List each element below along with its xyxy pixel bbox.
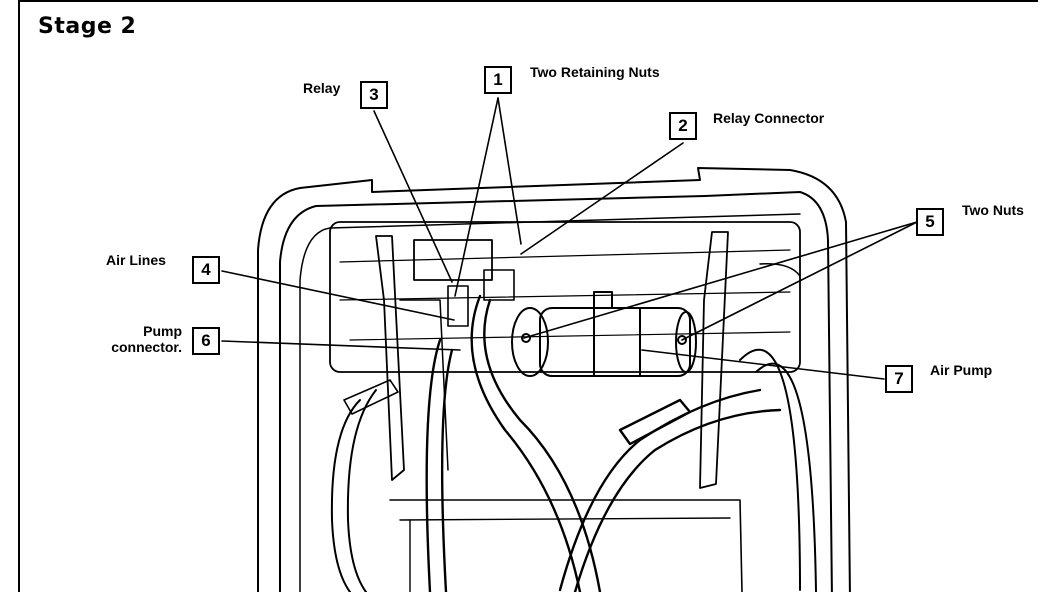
label-two-nuts: Two Nuts [962, 202, 1024, 218]
leader-lines [221, 97, 918, 380]
callout-2: 2 [669, 112, 697, 140]
callout-5: 5 [916, 208, 944, 236]
figure-frame [18, 0, 1038, 592]
label-relay: Relay [303, 80, 341, 96]
label-pump-connector: Pump connector. [96, 323, 182, 355]
callout-4: 4 [192, 256, 220, 284]
air-pump [511, 291, 697, 377]
label-two-retaining-nuts: Two Retaining Nuts [530, 64, 660, 80]
right-frame-rail [699, 231, 729, 489]
label-relay-connector: Relay Connector [713, 110, 825, 126]
label-air-pump: Air Pump [930, 362, 993, 378]
callout-3: 3 [360, 81, 388, 109]
label-air-lines: Air Lines [106, 252, 166, 268]
hoses-and-harness [330, 262, 817, 592]
body-shell-outline [257, 167, 851, 592]
left-frame-rail [375, 235, 405, 481]
stage-title: Stage 2 [38, 14, 137, 39]
relay-block [413, 239, 493, 281]
body-shell-inner [279, 191, 833, 592]
rear-panel [329, 221, 801, 373]
callout-6: 6 [192, 327, 220, 355]
label-pump-connector-line2: connector. [111, 339, 182, 355]
callout-1: 1 [484, 66, 512, 94]
label-pump-connector-line1: Pump [143, 323, 182, 339]
callout-7: 7 [885, 365, 913, 393]
